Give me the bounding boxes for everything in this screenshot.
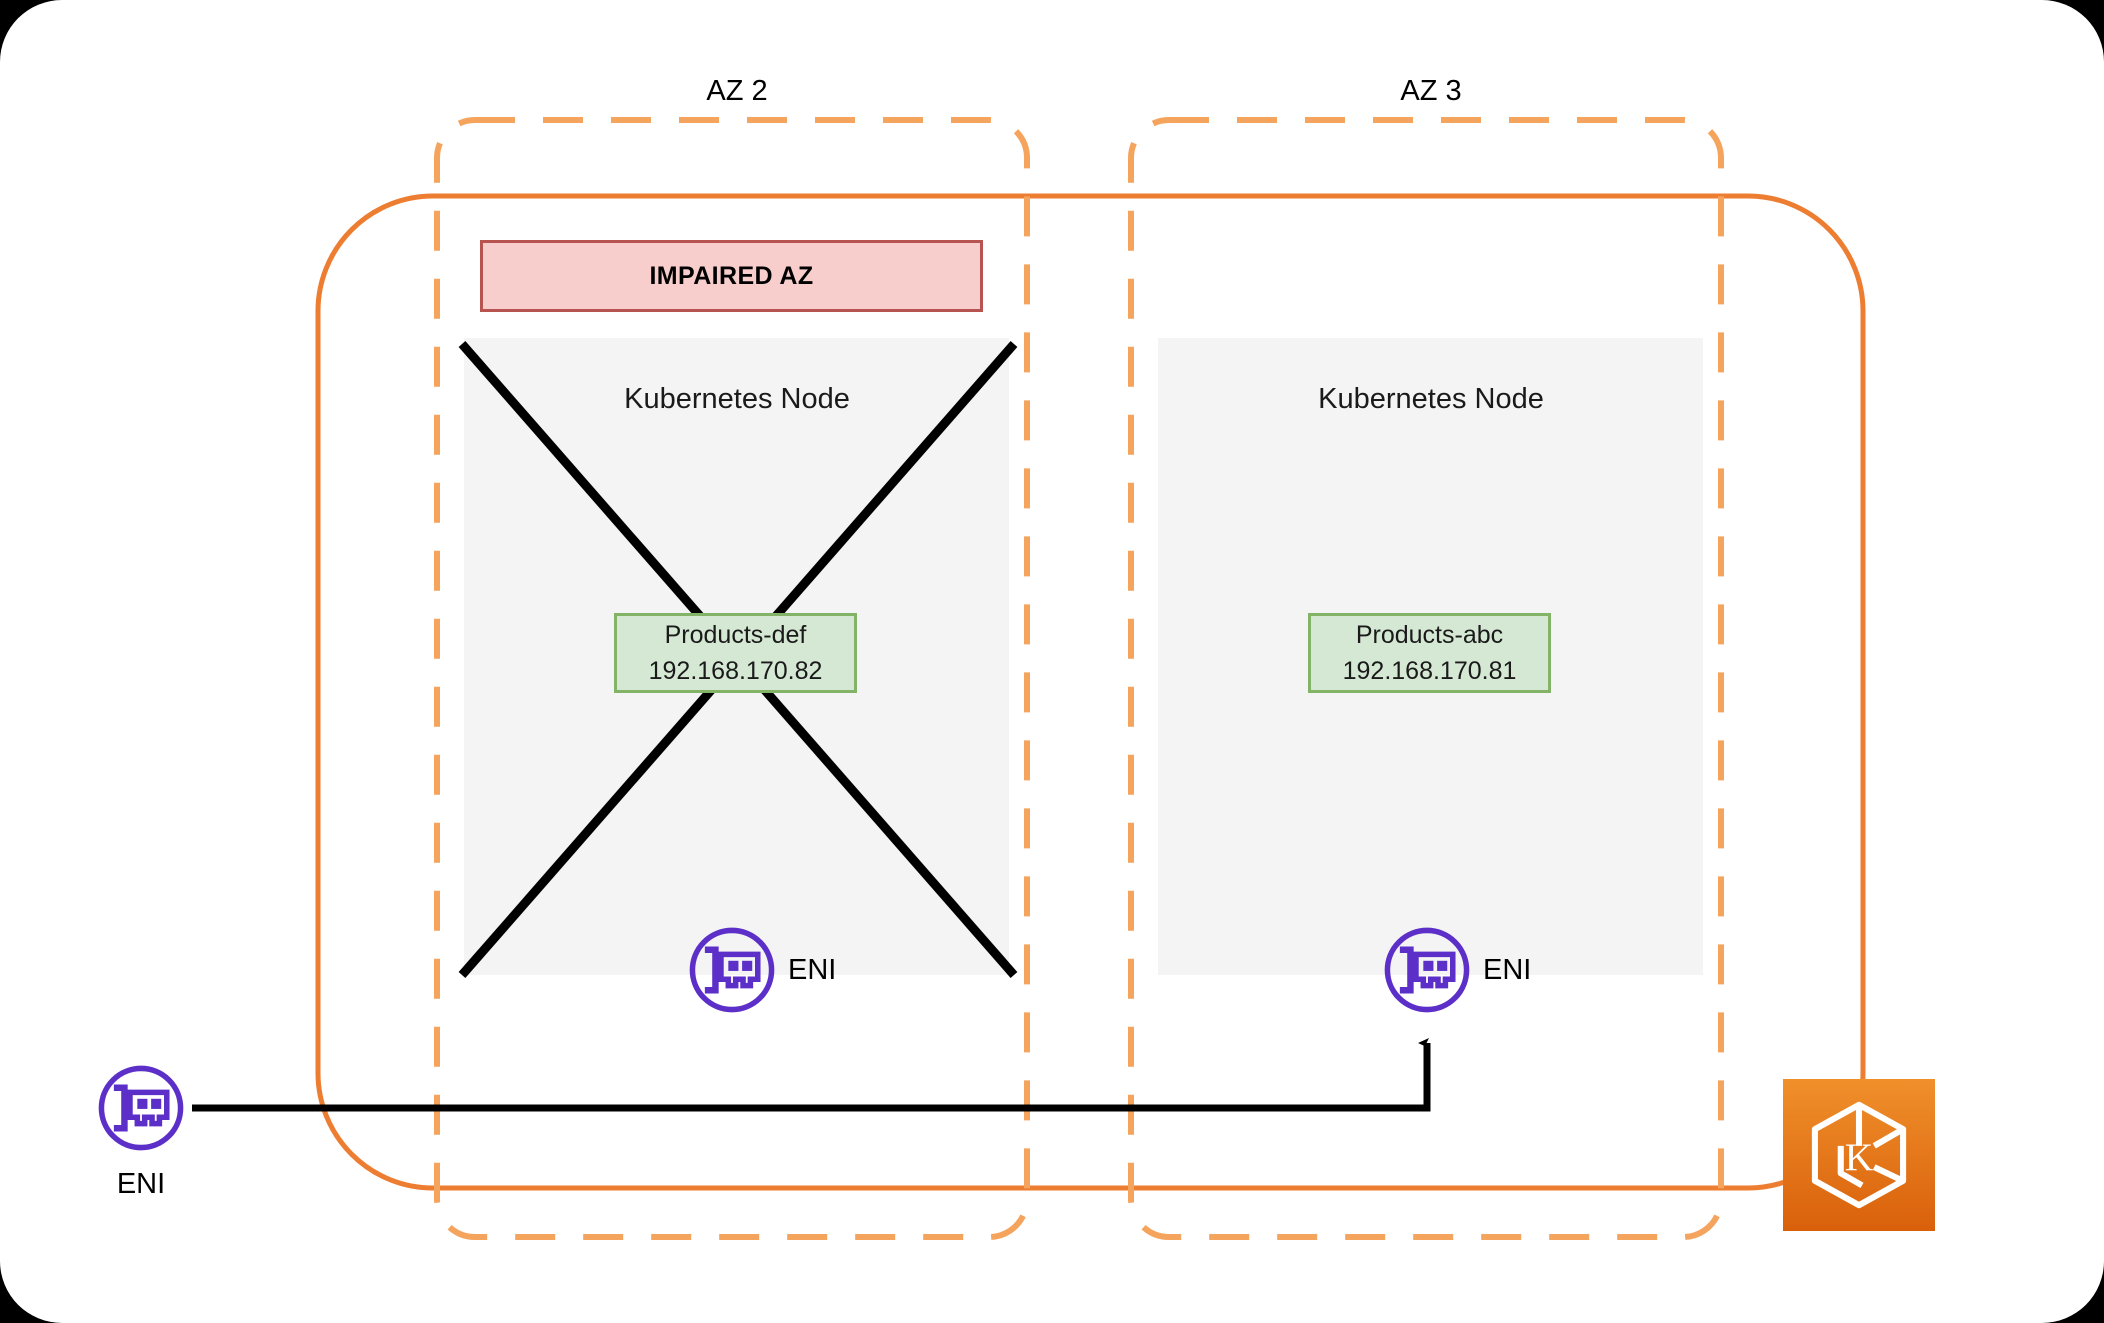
az3-eni[interactable]: ENI: [1381, 924, 1531, 1016]
az3-pod-name: Products-abc: [1355, 620, 1504, 649]
az2-node-title: Kubernetes Node: [624, 383, 850, 415]
eks-logo-letter: K: [1845, 1135, 1874, 1179]
az2-pod-ip: 192.168.170.82: [648, 656, 823, 685]
az2-eni[interactable]: ENI: [686, 924, 836, 1016]
az3-label: AZ 3: [1400, 75, 1462, 107]
az2-pod-name: Products-def: [664, 620, 807, 649]
impaired-az-banner: IMPAIRED AZ: [480, 240, 983, 312]
external-eni[interactable]: ENI: [95, 1062, 187, 1201]
az2-label: AZ 2: [706, 75, 768, 107]
az2-boundary: [434, 117, 1030, 1240]
impaired-az-label: IMPAIRED AZ: [649, 261, 814, 290]
az3-node-title: Kubernetes Node: [1318, 383, 1544, 415]
az3-eni-label: ENI: [1483, 953, 1532, 986]
az3-pod-box: Products-abc 192.168.170.81: [1308, 613, 1551, 693]
aws-eks-logo-mark: K: [1783, 1079, 1935, 1231]
network-interface-icon: [1384, 927, 1470, 1013]
network-interface-icon: [98, 1065, 184, 1151]
vpc-boundary: [315, 193, 1866, 1191]
az2-eni-label: ENI: [788, 953, 837, 986]
az2-pod-box: Products-def 192.168.170.82: [614, 613, 857, 693]
network-interface-icon: [689, 927, 775, 1013]
az3-pod-ip: 192.168.170.81: [1342, 656, 1517, 685]
aws-eks-logo[interactable]: K: [1783, 1079, 1935, 1236]
external-eni-label: ENI: [116, 1168, 166, 1200]
az3-boundary: [1128, 117, 1724, 1240]
traffic-path: [192, 1038, 1431, 1112]
